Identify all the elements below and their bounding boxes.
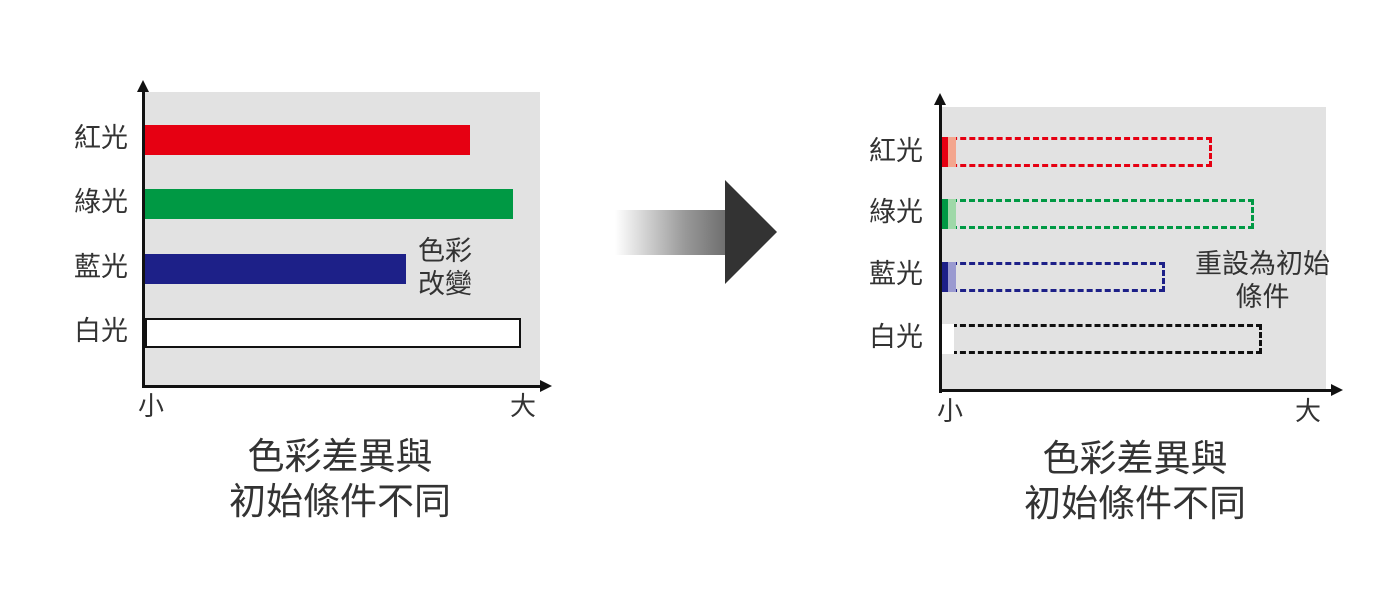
bar-red <box>145 125 470 155</box>
bar-white-reset <box>942 324 1262 354</box>
bar-label-blue: 藍光 <box>74 252 128 283</box>
x-axis <box>939 389 1334 392</box>
right-diagram: 紅光 綠光 藍光 白光 重設為初始 條件 小 大 色彩差異與 初始條件不同 <box>855 93 1375 540</box>
y-axis-arrowhead <box>137 80 149 92</box>
bar-label-white: 白光 <box>74 316 128 347</box>
annotation-line-1: 色彩 <box>418 236 472 267</box>
stub-blue <box>942 262 948 292</box>
bar-label-green: 綠光 <box>74 187 128 218</box>
annotation-line-2: 改變 <box>418 269 472 300</box>
bar-label-green: 綠光 <box>869 197 923 228</box>
caption: 色彩差異與 初始條件不同 <box>1010 436 1260 526</box>
x-axis <box>142 385 542 388</box>
x-axis-arrowhead <box>1331 384 1343 396</box>
arrow-head <box>725 180 777 284</box>
stub-green-light <box>948 199 956 229</box>
caption-line-1: 色彩差異與 <box>1042 437 1228 480</box>
bar-blue-reset <box>942 262 1165 292</box>
bar-label-red: 紅光 <box>74 123 128 154</box>
annotation-line-1: 重設為初始 <box>1195 249 1330 280</box>
y-axis <box>142 90 145 387</box>
bar-green-reset <box>942 199 1254 229</box>
stub-red-light <box>948 137 956 167</box>
axis-max-label: 大 <box>1295 397 1322 427</box>
stub-green <box>942 199 948 229</box>
caption: 色彩差異與 初始條件不同 <box>215 434 465 524</box>
stub-red <box>942 137 948 167</box>
x-axis-arrowhead <box>540 380 552 392</box>
axis-min-label: 小 <box>138 392 165 422</box>
annotation-line-2: 條件 <box>1235 282 1290 313</box>
caption-line-2: 初始條件不同 <box>1024 482 1246 525</box>
bar-white <box>145 318 521 348</box>
axis-max-label: 大 <box>510 392 537 422</box>
annotation-reset: 重設為初始 條件 <box>1195 248 1330 314</box>
stub-white <box>942 324 954 354</box>
left-diagram: 紅光 綠光 藍光 白光 色彩 改變 小 大 色彩差異與 初始條件不同 <box>60 80 580 540</box>
annotation-color-change: 色彩 改變 <box>418 235 472 301</box>
bar-blue <box>145 254 406 284</box>
arrow-shaft <box>615 210 730 255</box>
bar-label-blue: 藍光 <box>869 259 923 290</box>
y-axis-arrowhead <box>934 93 946 105</box>
stub-blue-light <box>948 262 956 292</box>
axis-min-label: 小 <box>937 397 964 427</box>
bar-label-white: 白光 <box>869 322 923 353</box>
transition-arrow-icon <box>615 180 780 285</box>
y-axis <box>939 103 942 393</box>
caption-line-2: 初始條件不同 <box>229 480 451 523</box>
bar-red-reset <box>942 137 1212 167</box>
bar-green <box>145 189 513 219</box>
bar-label-red: 紅光 <box>869 136 923 167</box>
caption-line-1: 色彩差異與 <box>247 435 433 478</box>
